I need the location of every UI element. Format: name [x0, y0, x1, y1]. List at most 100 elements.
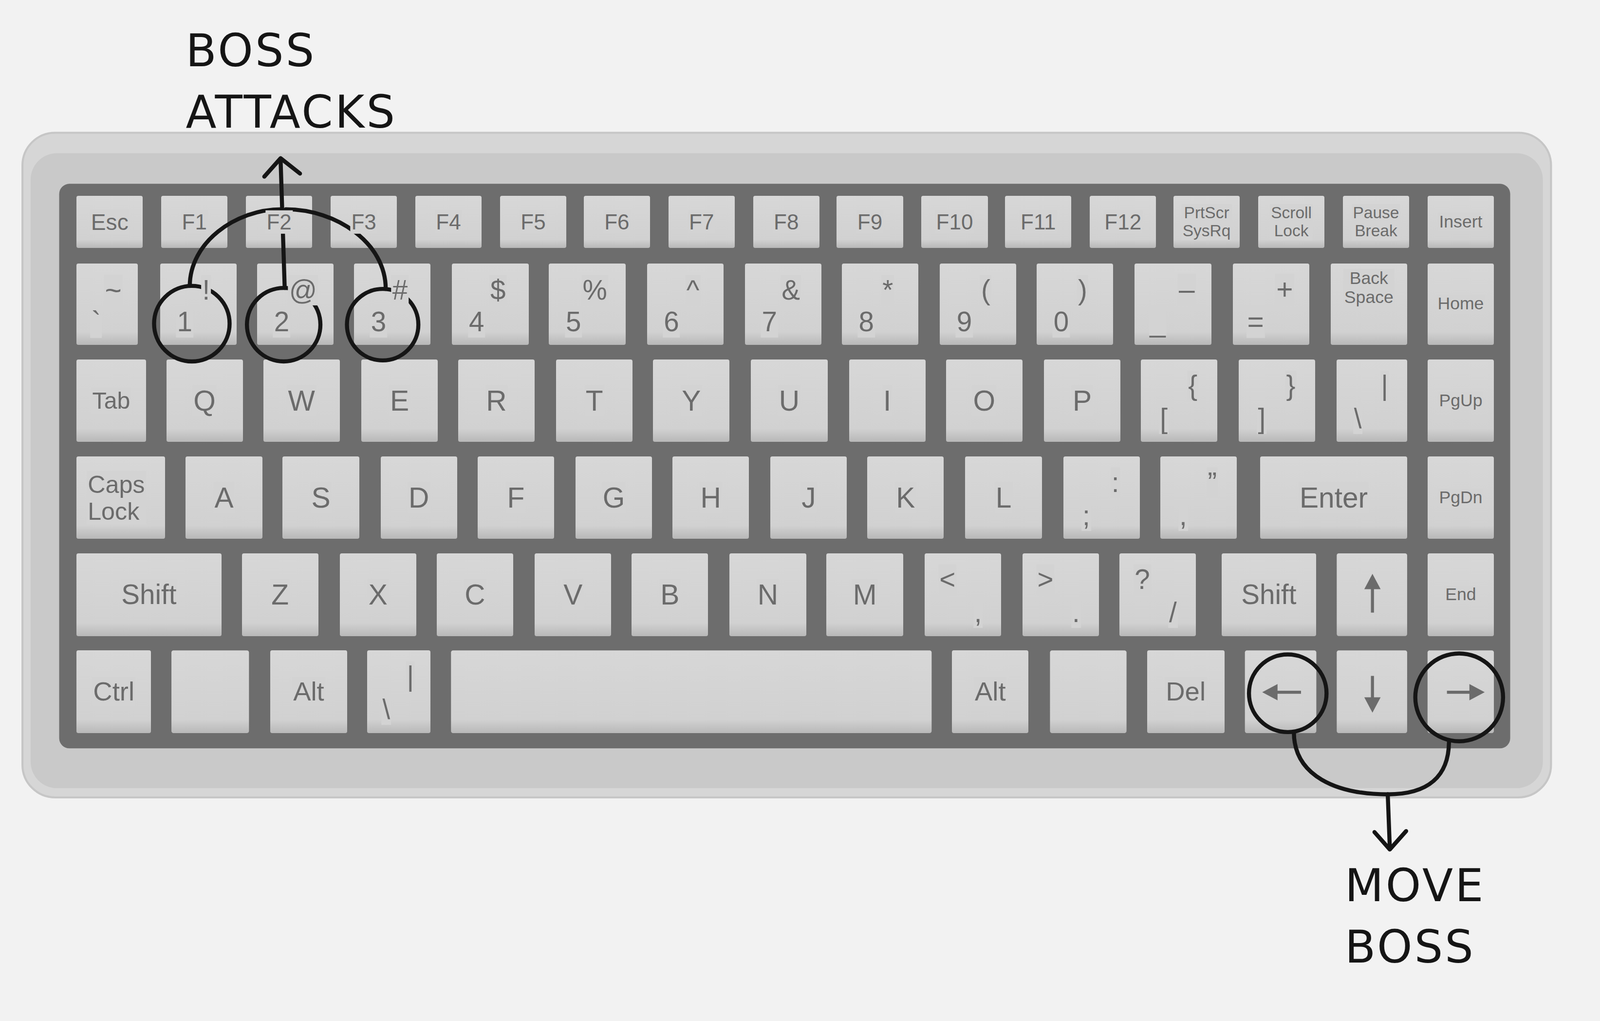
key-legend: 6 — [662, 306, 680, 337]
key-legend: 8 — [857, 306, 875, 337]
keyboard-key: ?/ — [1119, 553, 1196, 636]
key-legend: F8 — [772, 210, 800, 234]
key-legend: Tab — [91, 387, 132, 414]
key-legend: / — [1168, 597, 1178, 628]
keyboard-key: Shift — [1221, 553, 1317, 636]
key-legend: U — [778, 384, 801, 417]
keyboard-key: Alt — [270, 650, 347, 733]
key-legend: ; — [1081, 500, 1092, 531]
key-legend: F7 — [688, 210, 715, 234]
hand-annotations — [153, 158, 1503, 850]
key-legend: PgDn — [1437, 487, 1484, 507]
keyboard-key: $4 — [451, 263, 529, 346]
key-legend: I — [882, 384, 893, 417]
key-legend: & — [780, 275, 801, 306]
keyboard-key: R — [458, 359, 535, 443]
key-legend: F10 — [935, 210, 975, 234]
keyboard-key: P — [1043, 359, 1121, 443]
keyboard-key: Back Space — [1330, 263, 1408, 346]
key-legend: 4 — [467, 306, 485, 337]
arrow-key — [1336, 650, 1408, 733]
key-legend: Alt — [973, 676, 1007, 707]
key-legend: Pause Break — [1351, 204, 1400, 241]
key-legend: F6 — [603, 210, 631, 234]
key-legend: Q — [192, 384, 217, 417]
right-arrow-symbol — [1469, 683, 1485, 701]
key-legend: ^ — [685, 275, 701, 306]
keyboard-key: Del — [1147, 650, 1225, 733]
key-legend: M — [852, 578, 878, 611]
blank-key — [171, 650, 249, 733]
key-legend: ? — [1133, 564, 1151, 595]
key-legend: F12 — [1103, 210, 1143, 234]
key-legend: X — [367, 578, 389, 611]
key-legend: _ — [1148, 306, 1167, 338]
highlight-circle — [246, 287, 321, 362]
keyboard-key: U — [750, 359, 828, 443]
key-legend: Shift — [120, 579, 178, 610]
keyboard-key: @2 — [257, 263, 334, 346]
keyboard-key: += — [1232, 263, 1310, 346]
highlight-circle — [347, 288, 419, 361]
keyboard-key: H — [672, 456, 749, 540]
key-legend: C — [463, 578, 486, 611]
keyboard-key: M — [826, 553, 903, 636]
keyboard-key: &7 — [744, 263, 822, 346]
key-legend: Del — [1164, 676, 1207, 707]
key-legend: { — [1187, 370, 1199, 401]
key-legend: 7 — [760, 306, 778, 337]
keyboard-key: Esc — [76, 195, 143, 248]
key-legend: Enter — [1298, 481, 1369, 514]
key-legend: Alt — [292, 676, 326, 707]
key-legend: ~ — [103, 274, 123, 307]
keyboard-key: Alt — [951, 650, 1029, 733]
key-legend: Scroll Lock — [1269, 204, 1313, 241]
key-legend: 3 — [370, 306, 388, 337]
keyboard-key: X — [339, 553, 417, 636]
keyboard-housing — [22, 132, 1551, 797]
keyboard-key: I — [849, 359, 926, 443]
keyboard-key: ”, — [1160, 456, 1237, 540]
key-legend: \ — [381, 694, 392, 725]
key-legend: B — [659, 578, 681, 611]
key-legend: 0 — [1052, 306, 1070, 337]
keyboard-key: N — [729, 553, 806, 636]
key-legend: [ — [1158, 403, 1169, 434]
key-legend: Z — [270, 578, 290, 611]
arrowhead — [1374, 830, 1407, 850]
keyboard-key: PgDn — [1427, 456, 1494, 540]
leader-line — [280, 160, 285, 288]
key-legend: : — [1110, 467, 1121, 498]
key-legend: % — [581, 275, 609, 306]
keyboard-key: <, — [924, 553, 1002, 636]
keyboard-key: D — [380, 456, 458, 540]
key-legend: V — [562, 578, 584, 611]
keyboard-key: T — [556, 359, 633, 443]
arrow-key — [1336, 553, 1408, 636]
keyboard-key: F6 — [583, 195, 651, 248]
keyboard-key: :; — [1063, 456, 1140, 540]
keyboard-key: F12 — [1089, 195, 1156, 248]
keyboard-key: F11 — [1004, 195, 1072, 248]
keyboard-key: Enter — [1260, 456, 1408, 540]
key-legend: F5 — [519, 210, 547, 234]
key-legend: H — [699, 481, 722, 514]
key-legend: D — [407, 481, 430, 514]
keyboard-key: J — [770, 456, 847, 540]
key-legend: F3 — [350, 210, 377, 234]
keyboard-key: }] — [1238, 359, 1316, 443]
key-legend: F9 — [856, 210, 884, 234]
key-legend: } — [1285, 370, 1297, 401]
annotation-label: MOVE BOSS — [1344, 855, 1486, 978]
key-legend: ! — [201, 275, 211, 306]
highlight-circle — [1415, 652, 1504, 741]
keyboard-key: L — [965, 456, 1042, 540]
key-legend: J — [800, 481, 817, 514]
key-legend: F4 — [434, 210, 462, 234]
keyboard-key: Shift — [76, 553, 222, 636]
key-legend: \ — [1353, 403, 1363, 434]
key-legend: , — [973, 597, 984, 628]
key-legend: ] — [1256, 403, 1267, 434]
keyboard-key: Tab — [76, 359, 147, 443]
keyboard-top-plate — [30, 152, 1544, 788]
